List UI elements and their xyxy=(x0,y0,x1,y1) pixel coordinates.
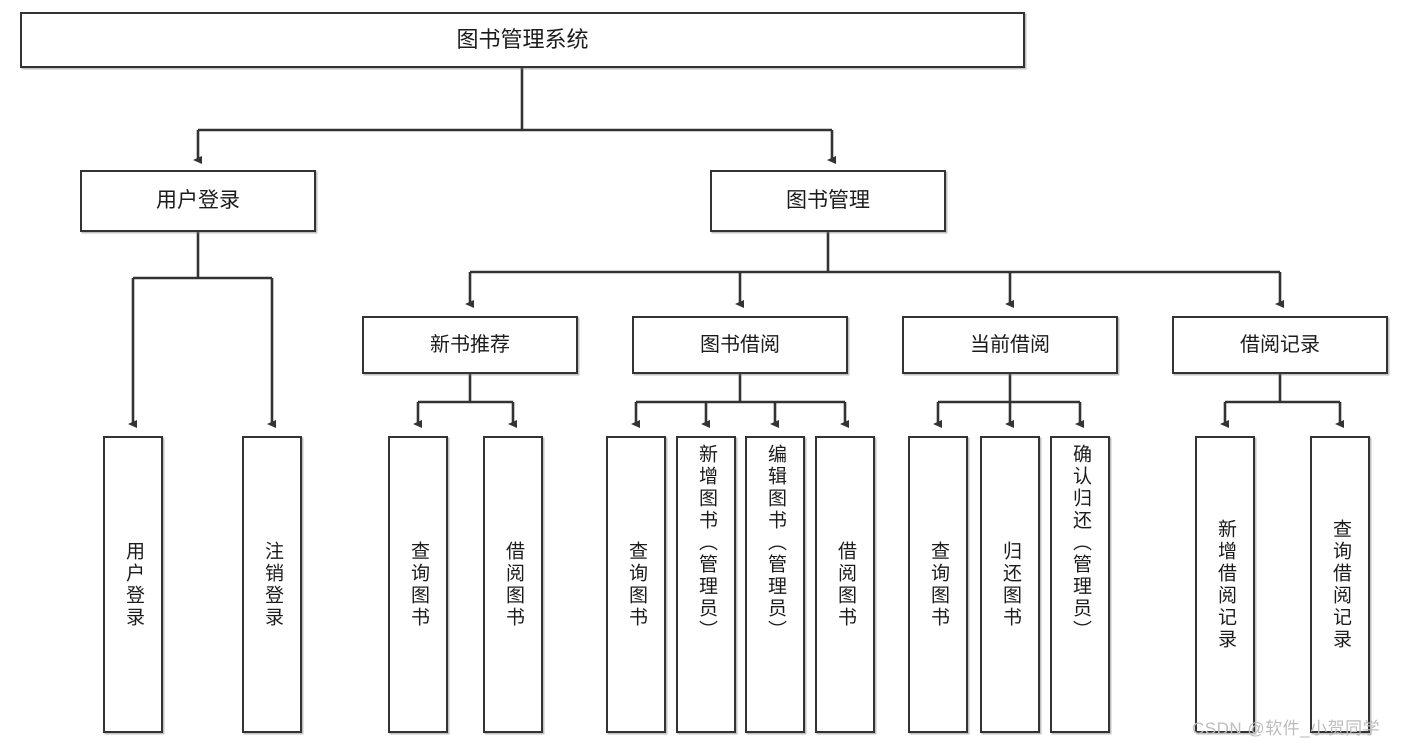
node-leaf-edit-book[interactable]: 编辑图书（管理员） xyxy=(745,436,805,733)
node-book-manage[interactable]: 图书管理 xyxy=(710,170,946,232)
node-leaf-add-book[interactable]: 新增图书（管理员） xyxy=(676,436,736,733)
node-book-borrow[interactable]: 图书借阅 xyxy=(632,316,848,374)
node-leaf-return-book[interactable]: 归还图书 xyxy=(980,436,1040,733)
node-leaf-borrow-book-2[interactable]: 借阅图书 xyxy=(815,436,875,733)
node-label: 归还图书 xyxy=(999,540,1021,629)
node-new-book-rec[interactable]: 新书推荐 xyxy=(362,316,578,374)
node-label: 确认归还（管理员） xyxy=(1069,444,1091,642)
node-label: 新书推荐 xyxy=(430,334,510,356)
node-label: 图书管理 xyxy=(786,189,870,213)
node-label: 查询借阅记录 xyxy=(1329,518,1351,651)
node-leaf-logout[interactable]: 注销登录 xyxy=(242,436,302,733)
node-leaf-query-book-2[interactable]: 查询图书 xyxy=(606,436,666,733)
node-label: 查询图书 xyxy=(625,540,647,629)
node-leaf-add-record[interactable]: 新增借阅记录 xyxy=(1195,436,1255,733)
node-leaf-confirm-return[interactable]: 确认归还（管理员） xyxy=(1050,436,1110,733)
node-label: 用户登录 xyxy=(156,189,240,213)
node-label: 图书借阅 xyxy=(700,334,780,356)
node-leaf-query-book-3[interactable]: 查询图书 xyxy=(908,436,968,733)
node-current-borrow[interactable]: 当前借阅 xyxy=(902,316,1118,374)
node-label: 查询图书 xyxy=(927,540,949,629)
node-label: 新增图书（管理员） xyxy=(695,444,717,642)
node-leaf-borrow-book-1[interactable]: 借阅图书 xyxy=(483,436,543,733)
node-label: 借阅图书 xyxy=(834,540,856,629)
node-label: 用户登录 xyxy=(122,540,144,629)
node-label: 当前借阅 xyxy=(970,334,1050,356)
node-user-login[interactable]: 用户登录 xyxy=(80,170,316,232)
node-label: 图书管理系统 xyxy=(456,26,589,52)
node-label: 查询图书 xyxy=(407,540,429,629)
node-leaf-user-login[interactable]: 用户登录 xyxy=(103,436,163,733)
node-root-system[interactable]: 图书管理系统 xyxy=(20,12,1025,68)
node-label: 借阅记录 xyxy=(1240,334,1320,356)
node-label: 借阅图书 xyxy=(502,540,524,629)
node-label: 编辑图书（管理员） xyxy=(764,444,786,642)
node-borrow-record[interactable]: 借阅记录 xyxy=(1172,316,1388,374)
node-label: 新增借阅记录 xyxy=(1214,518,1236,651)
csdn-watermark: CSDN @软件_小贺同学 xyxy=(1192,719,1381,738)
node-label: 注销登录 xyxy=(261,540,283,629)
node-leaf-query-record[interactable]: 查询借阅记录 xyxy=(1310,436,1370,733)
node-leaf-query-book-1[interactable]: 查询图书 xyxy=(388,436,448,733)
